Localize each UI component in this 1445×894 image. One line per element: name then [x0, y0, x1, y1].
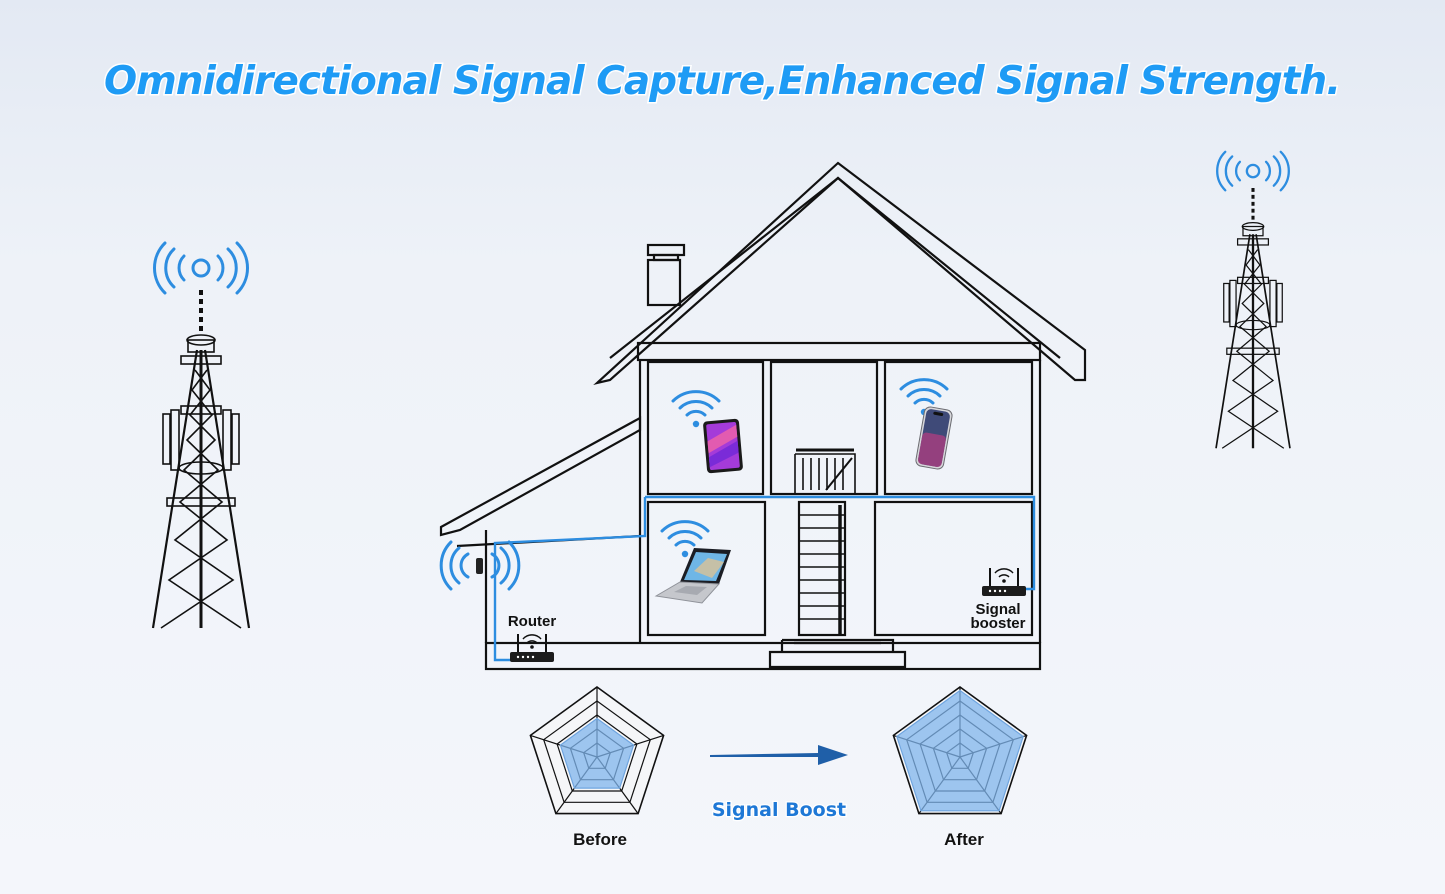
cable-router [493, 497, 647, 662]
house-outline [439, 161, 1087, 671]
cable-booster [645, 495, 1036, 591]
radar-chart-before [529, 686, 665, 815]
after-label: After [944, 830, 984, 849]
tablet-icon [703, 418, 743, 474]
laptop-icon [654, 548, 731, 604]
radar-fill-before [559, 717, 635, 789]
signal-boost-label: Signal Boost [712, 799, 846, 821]
radar-chart-after [892, 686, 1028, 815]
staircase [794, 448, 856, 637]
before-label: Before [573, 830, 627, 849]
page-title: Omnidirectional Signal Capture,Enhanced … [104, 59, 1340, 104]
signal-booster-icon [981, 567, 1027, 597]
arrow-right-icon [710, 745, 848, 765]
outdoor-antenna-icon [439, 540, 521, 591]
tablet-device [671, 390, 743, 474]
signal-booster-label-line1: Signal [975, 601, 1020, 618]
radar-fill-after [896, 689, 1024, 812]
laptop-device [654, 520, 731, 604]
router-icon [509, 633, 555, 663]
cell-tower-icon [151, 241, 251, 630]
smartphone-icon [915, 406, 953, 470]
signal-booster-label-line2: booster [970, 615, 1025, 632]
router-label: Router [508, 613, 556, 630]
smartphone-device [899, 378, 953, 470]
cell-tower-icon [1214, 150, 1292, 450]
